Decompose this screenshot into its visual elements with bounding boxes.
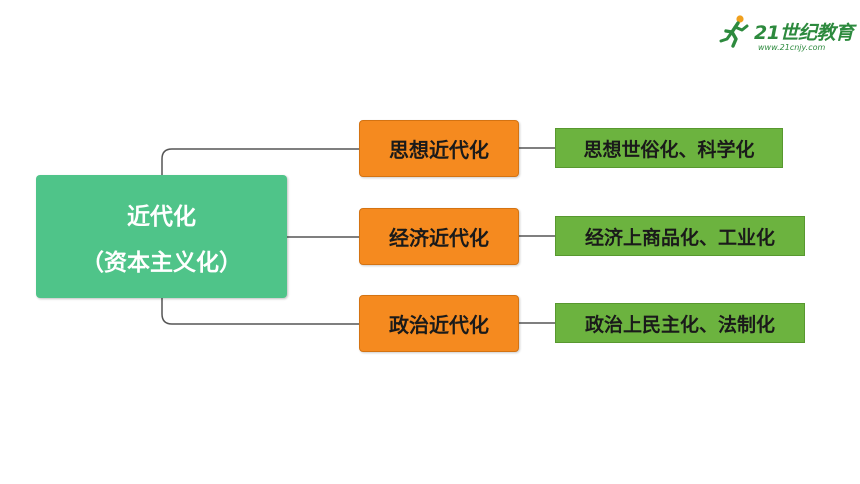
root-title: 近代化 bbox=[127, 203, 196, 230]
logo-brand-text: 21世纪教育 bbox=[754, 22, 854, 44]
connector-root-top bbox=[161, 148, 359, 175]
logo-url-text: www.21cnjy.com bbox=[758, 43, 826, 52]
root-subtitle: （资本主义化） bbox=[81, 249, 242, 276]
leaf-node-politics: 政治上民主化、法制化 bbox=[555, 303, 805, 343]
branch-node-economy: 经济近代化 bbox=[359, 208, 519, 265]
leaf-node-economy: 经济上商品化、工业化 bbox=[555, 216, 805, 256]
connector-root-bottom bbox=[161, 298, 359, 325]
logo: 21世纪教育 www.21cnjy.com bbox=[718, 14, 854, 54]
leaf-node-thought: 思想世俗化、科学化 bbox=[555, 128, 783, 168]
branch-node-politics: 政治近代化 bbox=[359, 295, 519, 352]
branch-node-thought: 思想近代化 bbox=[359, 120, 519, 177]
root-node: 近代化 （资本主义化） bbox=[36, 175, 287, 298]
runner-icon bbox=[719, 15, 749, 48]
